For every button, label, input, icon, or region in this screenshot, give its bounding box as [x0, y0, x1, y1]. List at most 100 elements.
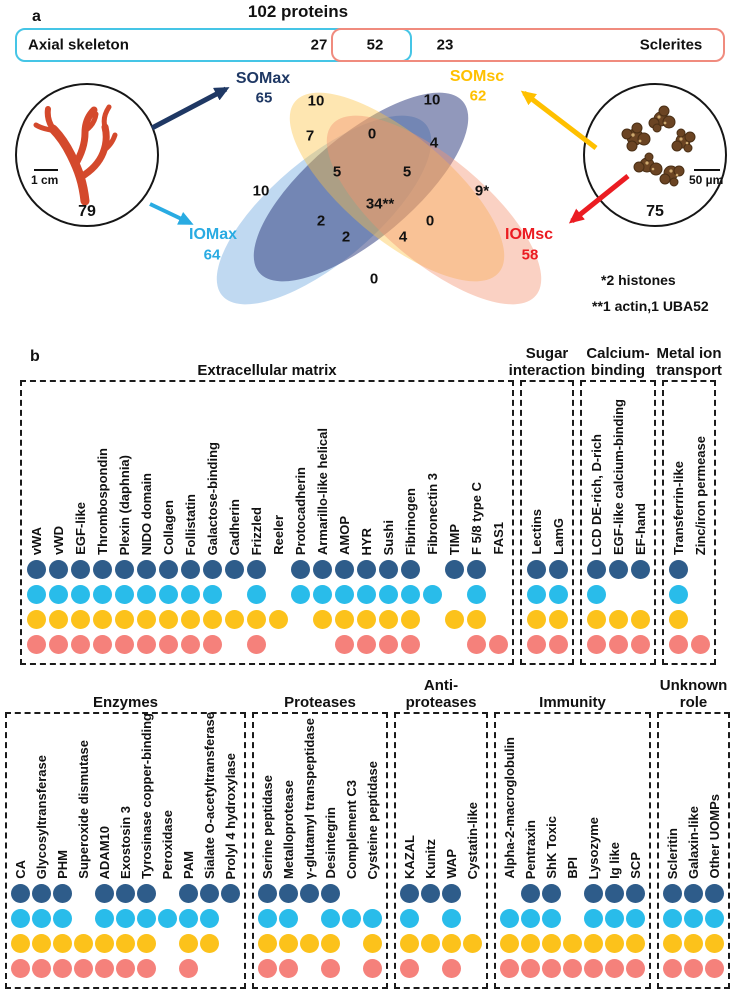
presence-dot-iomsc	[258, 959, 277, 978]
domain-column: vWD	[47, 382, 69, 663]
presence-dot-somax	[258, 884, 277, 903]
presence-dot-iomsc	[137, 959, 156, 978]
somsc-label: SOMsc	[449, 68, 505, 85]
presence-dot-iomsc	[521, 959, 540, 978]
presence-dot-iomsc	[442, 959, 461, 978]
presence-dot-somax	[224, 560, 244, 579]
presence-dot-iomax	[626, 909, 645, 928]
presence-dot-somax	[542, 884, 561, 903]
domain-label: LCD DE-rich, D-rich	[588, 433, 604, 555]
iomax-label: IOMax	[188, 226, 238, 243]
domain-label: Cysteine peptidase	[365, 760, 380, 880]
presence-dot-somsc	[663, 934, 682, 953]
coral-branch-image	[33, 104, 118, 206]
presence-dot-somsc	[268, 610, 288, 629]
group-title-proteases: Proteases	[284, 693, 356, 711]
sclerites-photo-circle: 50 µm 75	[583, 83, 727, 227]
panel-a-label: a	[32, 8, 41, 25]
domain-label: Plexin (daphnia)	[116, 454, 132, 555]
domain-label: Glycosyltransferase	[34, 754, 49, 879]
group-title-enzymes: Enzymes	[92, 693, 159, 711]
presence-dot-iomax	[114, 585, 134, 604]
presence-dot-somax	[626, 884, 645, 903]
domain-label: PAM	[181, 851, 196, 879]
presence-dot-somsc	[500, 934, 519, 953]
domain-column: Collagen	[157, 382, 179, 663]
domain-column: KAZAL	[399, 714, 420, 987]
presence-dot-somax	[584, 884, 603, 903]
presence-dot-iomsc	[246, 635, 266, 654]
presence-dot-iomax	[200, 909, 219, 928]
domain-label: Transferrin-like	[670, 461, 686, 555]
presence-dot-somax	[137, 884, 156, 903]
presence-dot-iomax	[342, 909, 361, 928]
presence-dot-somax	[221, 884, 240, 903]
presence-dot-iomsc	[180, 635, 200, 654]
presence-dot-iomax	[378, 585, 398, 604]
presence-dot-iomax	[158, 585, 178, 604]
presence-dot-iomsc	[363, 959, 382, 978]
presence-dot-somsc	[400, 610, 420, 629]
presence-dot-iomax	[246, 585, 266, 604]
total-proteins-title: 102 proteins	[247, 2, 349, 21]
presence-dot-somax	[116, 884, 135, 903]
presence-dot-iomsc	[400, 959, 419, 978]
presence-dot-iomsc	[202, 635, 222, 654]
presence-dot-somax	[180, 560, 200, 579]
domain-label: γ-glutamyl transpeptidase	[302, 717, 317, 879]
presence-dot-somsc	[466, 610, 486, 629]
presence-dot-somsc	[378, 610, 398, 629]
presence-dot-iomax	[442, 909, 461, 928]
scalebar-label: 1 cm	[31, 173, 59, 187]
presence-dot-somax	[705, 884, 724, 903]
domain-column: Desintegrin	[320, 714, 341, 987]
domain-column: Peroxidase	[157, 714, 178, 987]
presence-dot-somsc	[114, 610, 134, 629]
presence-dot-somsc	[548, 610, 568, 629]
presence-dot-somsc	[312, 610, 332, 629]
presence-dot-somsc	[179, 934, 198, 953]
presence-dot-iomax	[26, 585, 46, 604]
presence-dot-iomax	[526, 585, 546, 604]
presence-dot-somsc	[563, 934, 582, 953]
footnote-histones: *2 histones	[601, 272, 676, 288]
domain-column: vWA	[25, 382, 47, 663]
presence-dot-somsc	[684, 934, 703, 953]
sclerites-total-count: 75	[646, 203, 664, 220]
domain-column: Lectins	[525, 382, 547, 663]
presence-dot-iomax	[11, 909, 30, 928]
sclerites-image	[621, 105, 696, 187]
group-title-sugar-interaction: Sugar interaction	[508, 344, 586, 379]
shared-count: 52	[366, 36, 384, 54]
presence-dot-somsc	[521, 934, 540, 953]
domain-column: Follistatin	[179, 382, 201, 663]
domain-label: F 5/8 type C	[468, 482, 484, 555]
presence-dot-iomsc	[74, 959, 93, 978]
presence-dot-iomsc	[400, 635, 420, 654]
group-title-unknown-role: Unknown role	[659, 676, 728, 711]
presence-dot-iomsc	[179, 959, 198, 978]
domain-column: Other UOMPs	[704, 714, 725, 987]
domain-column: Galactose-binding	[201, 382, 223, 663]
domain-column: Thrombospondin	[91, 382, 113, 663]
presence-dot-somsc	[279, 934, 298, 953]
domain-column: Frizzled	[245, 382, 267, 663]
domain-label: Alpha-2-macroglobulin	[502, 737, 517, 879]
presence-dot-somsc	[48, 610, 68, 629]
presence-dot-iomsc	[378, 635, 398, 654]
domain-label: Galactose-binding	[204, 441, 220, 555]
domain-column: Prolyl 4 hydroxylase	[220, 714, 241, 987]
presence-dot-somax	[202, 560, 222, 579]
domain-column: Complement C3	[341, 714, 362, 987]
presence-dot-somax	[290, 560, 310, 579]
presence-dot-somsc	[74, 934, 93, 953]
presence-dot-somsc	[321, 934, 340, 953]
domain-label: Reeler	[270, 515, 286, 555]
domain-column: Fibrinogen	[399, 382, 421, 663]
presence-dot-somax	[53, 884, 72, 903]
presence-dot-somax	[444, 560, 464, 579]
presence-dot-iomsc	[542, 959, 561, 978]
